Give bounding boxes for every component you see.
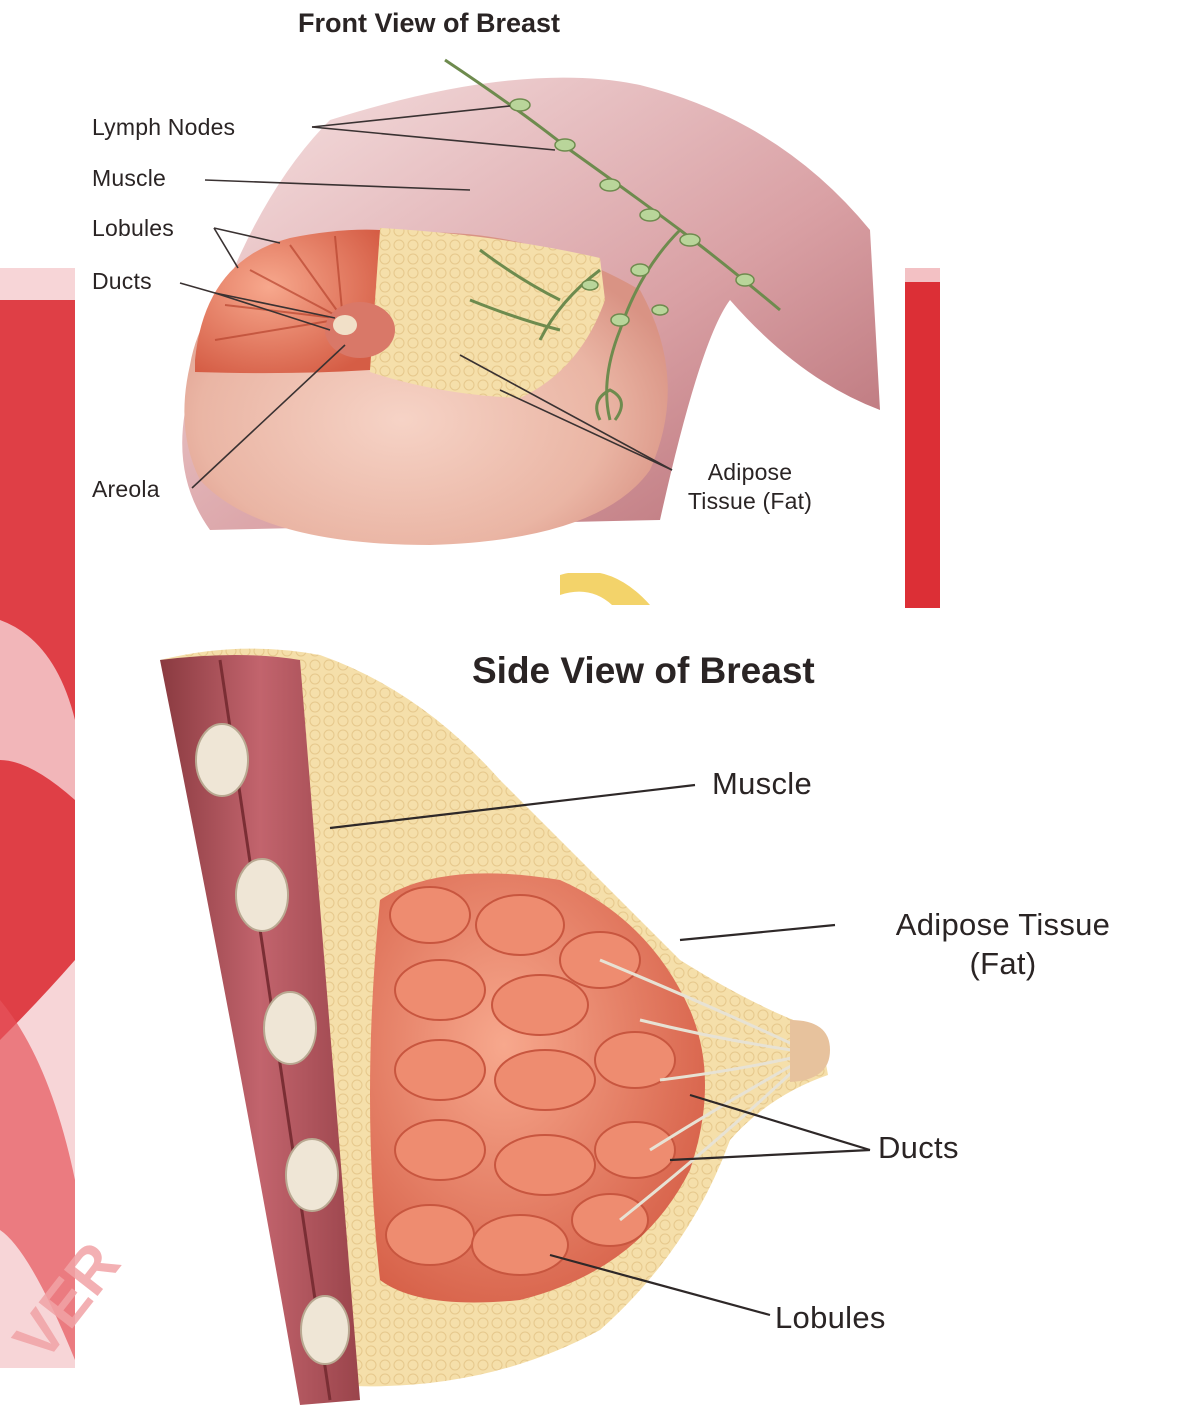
label-ducts-side: Ducts	[878, 1130, 959, 1166]
label-lymph-nodes: Lymph Nodes	[92, 114, 235, 141]
label-adipose-front-line1: Adipose	[655, 458, 845, 487]
label-areola: Areola	[92, 476, 160, 503]
label-adipose-front: Adipose Tissue (Fat)	[655, 458, 845, 516]
label-lobules-side: Lobules	[775, 1300, 886, 1336]
front-nipple	[333, 315, 357, 335]
label-lobules-front: Lobules	[92, 215, 174, 242]
label-adipose-side: Adipose Tissue (Fat)	[838, 906, 1168, 984]
label-muscle-front: Muscle	[92, 165, 166, 192]
side-view-title: Side View of Breast	[472, 650, 815, 692]
label-adipose-side-line1: Adipose Tissue	[838, 906, 1168, 945]
label-muscle-side: Muscle	[712, 766, 812, 802]
label-adipose-front-line2: Tissue (Fat)	[655, 487, 845, 516]
label-ducts-front: Ducts	[92, 268, 152, 295]
front-view-title: Front View of Breast	[298, 8, 560, 39]
label-adipose-side-line2: (Fat)	[838, 945, 1168, 984]
side-view-illustration	[75, 608, 1182, 1423]
